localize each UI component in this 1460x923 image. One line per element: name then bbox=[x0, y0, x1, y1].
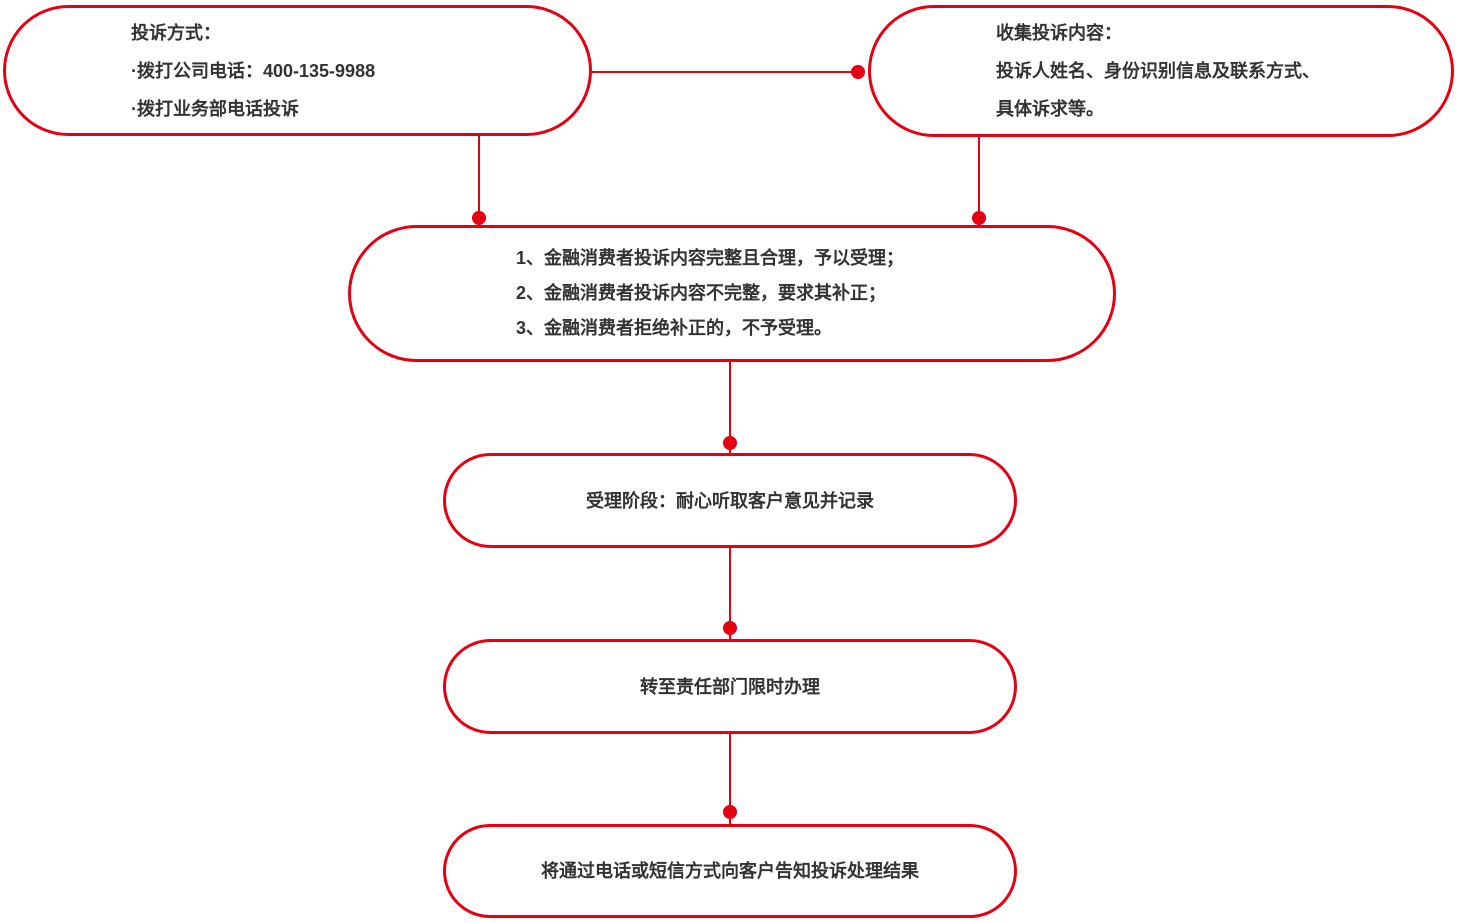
connector-line-stage-to-transfer bbox=[729, 547, 731, 640]
node-text-line: 转至责任部门限时办理 bbox=[640, 676, 820, 697]
flow-node-collect-content: 收集投诉内容： 投诉人姓名、身份识别信息及联系方式、 具体诉求等。 bbox=[868, 5, 1454, 137]
node-text-line: 将通过电话或短信方式向客户告知投诉处理结果 bbox=[541, 861, 919, 881]
connector-dot bbox=[723, 621, 737, 635]
node-text-line: 投诉方式： bbox=[131, 22, 221, 43]
connector-dot bbox=[972, 211, 986, 225]
connector-line-methods-to-content bbox=[592, 71, 858, 73]
flow-node-complaint-methods: 投诉方式： ·拨打公司电话：400-135-9988 ·拨打业务部电话投诉 bbox=[3, 5, 592, 136]
node-text-line: 1、金融消费者投诉内容完整且合理，予以受理； bbox=[516, 248, 905, 268]
connector-line-methods-to-rules bbox=[478, 135, 480, 226]
node-text-line: 3、金融消费者拒绝补正的，不予受理。 bbox=[516, 318, 833, 338]
connector-line-content-to-rules bbox=[978, 136, 980, 226]
node-text-line: 2、金融消费者投诉内容不完整，要求其补正； bbox=[516, 283, 887, 303]
flow-node-transfer-department: 转至责任部门限时办理 bbox=[443, 639, 1017, 734]
node-text-line: 具体诉求等。 bbox=[996, 99, 1104, 119]
connector-dot bbox=[723, 805, 737, 819]
flow-node-acceptance-stage: 受理阶段：耐心听取客户意见并记录 bbox=[443, 453, 1017, 548]
flow-node-acceptance-rules: 1、金融消费者投诉内容完整且合理，予以受理； 2、金融消费者投诉内容不完整，要求… bbox=[348, 225, 1116, 362]
connector-line-transfer-to-notify bbox=[729, 732, 731, 825]
connector-line-rules-to-stage bbox=[729, 361, 731, 454]
flow-node-notify-result: 将通过电话或短信方式向客户告知投诉处理结果 bbox=[443, 824, 1017, 918]
connector-dot bbox=[723, 436, 737, 450]
connector-dot bbox=[851, 65, 865, 79]
node-text-line: 投诉人姓名、身份识别信息及联系方式、 bbox=[996, 61, 1320, 81]
node-text-line: ·拨打公司电话：400-135-9988 bbox=[131, 60, 376, 81]
connector-dot bbox=[472, 211, 486, 225]
node-text-line: ·拨打业务部电话投诉 bbox=[131, 98, 299, 119]
node-text-line: 收集投诉内容： bbox=[996, 23, 1122, 43]
node-text-line: 受理阶段：耐心听取客户意见并记录 bbox=[586, 490, 874, 511]
